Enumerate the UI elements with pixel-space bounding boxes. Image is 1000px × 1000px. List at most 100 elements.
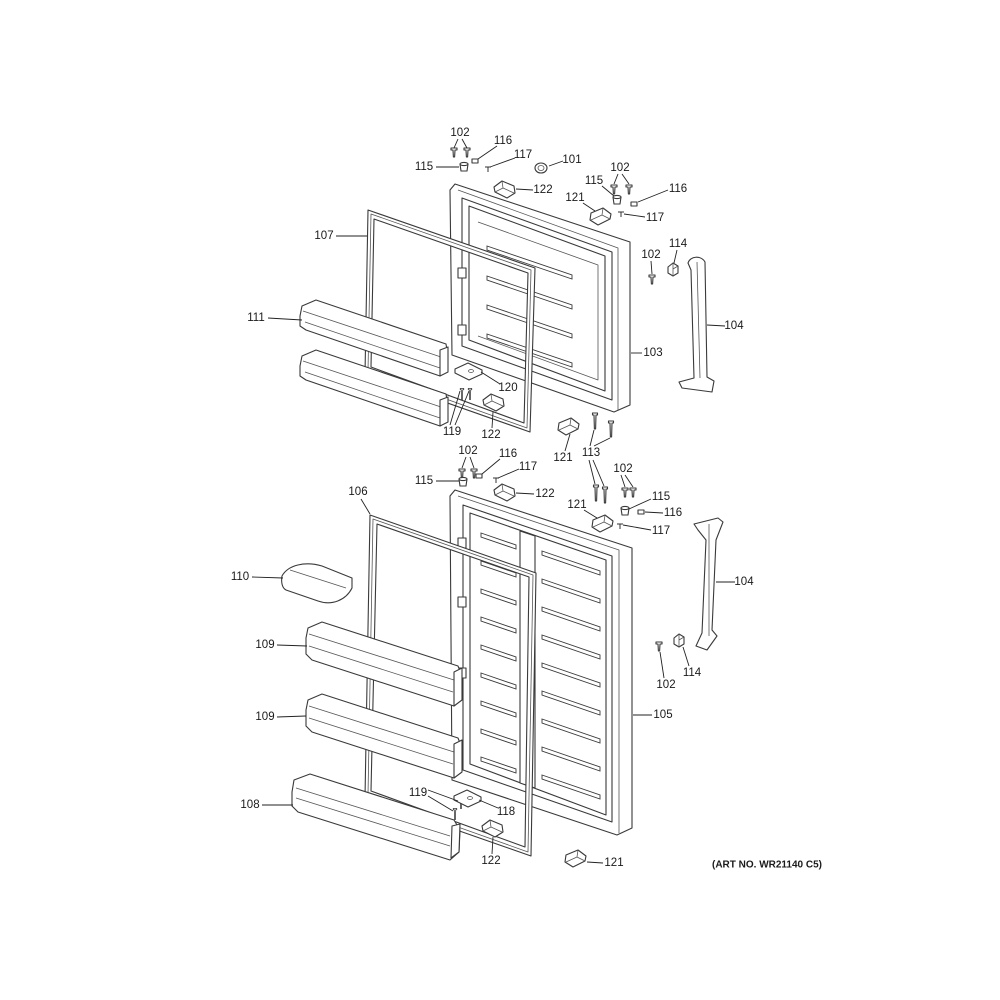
- leader-line: [276, 715, 307, 718]
- long-screw: [592, 484, 600, 502]
- callout-122: 122: [533, 184, 552, 196]
- door-shelf-rail: [541, 690, 601, 716]
- leader-line: [637, 189, 669, 203]
- leader-line: [427, 795, 454, 812]
- upper-door-panel: [449, 183, 631, 413]
- door-shelf-rail: [480, 728, 517, 746]
- leader-line: [592, 459, 605, 487]
- leader-line: [480, 371, 501, 385]
- upper-door-hinge-pocket: [457, 267, 467, 279]
- upper-door-bin: [299, 349, 449, 427]
- leader-line: [589, 429, 595, 447]
- leader-line: [478, 799, 499, 809]
- pin: [484, 166, 492, 173]
- leader-line: [659, 651, 665, 679]
- screw: [450, 147, 458, 158]
- hinge-bracket: [493, 180, 516, 199]
- door-shelf-rail: [480, 756, 517, 774]
- callout-115: 115: [652, 491, 670, 503]
- pin: [459, 388, 465, 400]
- upper-door-recess: [477, 221, 599, 381]
- screw: [629, 487, 637, 498]
- callout-109: 109: [255, 711, 274, 723]
- callout-121: 121: [567, 499, 586, 511]
- callout-105: 105: [653, 709, 672, 721]
- leader-line: [593, 437, 611, 447]
- callout-102: 102: [458, 445, 477, 457]
- callout-101: 101: [562, 154, 581, 166]
- leader-line: [477, 145, 498, 160]
- hinge-bracket: [591, 514, 614, 533]
- lower-callouts: 102 116 117 115 122 102 115 116 121 117 …: [231, 445, 754, 869]
- lower-door-panel: [449, 489, 633, 836]
- leader-line: [481, 458, 501, 475]
- bushing: [459, 161, 469, 172]
- screw: [463, 147, 471, 158]
- callout-116: 116: [499, 448, 517, 460]
- callout-121: 121: [553, 452, 572, 464]
- pin: [617, 211, 625, 218]
- callout-120: 120: [498, 382, 517, 394]
- leader-line: [601, 185, 615, 197]
- lower-door-gasket: [364, 514, 537, 857]
- callout-110: 110: [231, 571, 249, 583]
- door-shelf-rail: [480, 700, 517, 718]
- callout-117: 117: [652, 525, 670, 537]
- lower-door-shelf: [281, 563, 353, 604]
- cap: [667, 262, 679, 277]
- door-shelf-rail: [541, 718, 601, 744]
- upper-callouts: 102 116 117 115 101 102 115 116 122 121 …: [247, 127, 744, 487]
- upper-door-handle: [678, 256, 715, 393]
- leader-line: [497, 468, 520, 479]
- leader-line: [251, 576, 284, 579]
- spacer: [475, 473, 483, 479]
- hinge-plate: [453, 789, 482, 808]
- upper-door-bin: [299, 299, 449, 377]
- ring: [534, 162, 548, 174]
- door-shelf-rail: [541, 634, 601, 660]
- pin: [467, 388, 473, 400]
- leader-line: [454, 390, 470, 426]
- screw: [625, 184, 633, 195]
- callout-122: 122: [535, 488, 554, 500]
- door-shelf-rail: [480, 672, 517, 690]
- callout-102: 102: [641, 249, 660, 261]
- leader-line: [276, 644, 308, 647]
- callout-116: 116: [669, 183, 687, 195]
- lower-door-bin: [291, 773, 461, 861]
- lower-door-edge: [457, 495, 620, 833]
- callout-102: 102: [610, 162, 629, 174]
- callout-104: 104: [734, 576, 754, 588]
- long-screw: [607, 420, 615, 438]
- callout-104: 104: [724, 320, 744, 332]
- screw: [621, 487, 629, 498]
- spacer: [630, 201, 638, 207]
- leader-line: [644, 511, 664, 514]
- callout-119: 119: [409, 787, 427, 799]
- callout-115: 115: [585, 175, 603, 187]
- leader-line: [548, 160, 564, 167]
- callout-121: 121: [604, 857, 623, 869]
- callout-103: 103: [643, 347, 662, 359]
- leader-line: [706, 324, 726, 327]
- callout-116: 116: [494, 135, 512, 147]
- leader-line: [624, 474, 634, 488]
- bushing: [612, 194, 622, 205]
- cap: [673, 633, 685, 648]
- lower-door-hinge-pocket: [457, 596, 467, 608]
- leader-line: [267, 317, 303, 321]
- leader-line: [453, 138, 459, 149]
- callout-116: 116: [664, 507, 682, 519]
- callout-113: 113: [582, 447, 600, 459]
- door-shelf-rail: [541, 578, 601, 604]
- bushing: [620, 505, 630, 516]
- leader-line: [622, 524, 652, 531]
- hinge-plate: [454, 362, 483, 381]
- screw: [610, 184, 618, 195]
- upper-door-edge: [457, 189, 619, 410]
- callout-117: 117: [514, 149, 532, 161]
- leader-line: [682, 646, 690, 667]
- leader-line: [491, 836, 494, 855]
- leader-line: [628, 498, 652, 510]
